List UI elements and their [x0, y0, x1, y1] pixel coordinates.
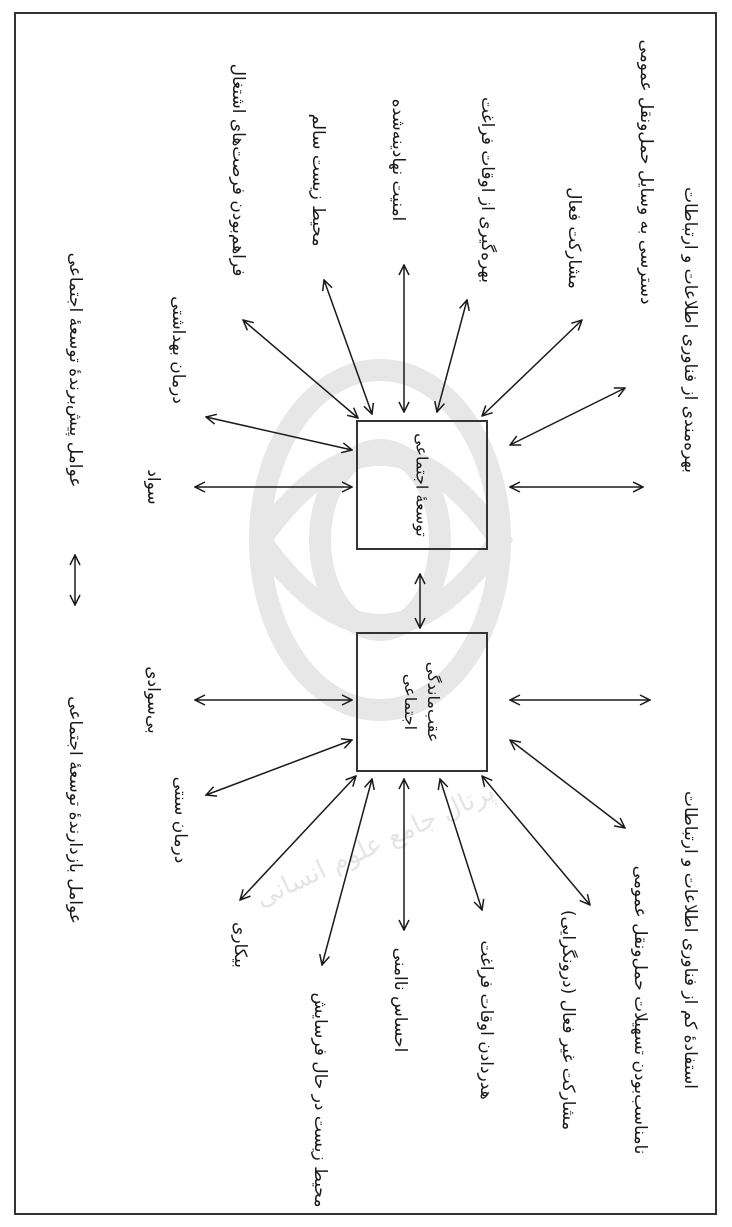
arrow-participation	[482, 320, 582, 416]
arrow-transport-access	[510, 388, 625, 445]
factor-it-use: بهره‌مندی از فناوری اطلاعات و ارتباطات	[680, 186, 700, 474]
factor-degrading-environment: محیط زیست در حال فرسایش	[310, 992, 330, 1208]
social-backwardness-box	[356, 632, 488, 772]
factor-passive-participation: مشارکت غیر فعال (درونگرایی)	[558, 909, 578, 1131]
factor-leisure: بهره‌گیری از اوقات فراغت	[477, 97, 497, 283]
watermark-emblem	[249, 359, 514, 721]
factor-health-treatment: درمان بهداشتی	[168, 296, 188, 404]
factor-healthy-environment: محیط زیست سالم	[308, 113, 328, 247]
factor-wasting-leisure: هدردادن اوقات فراغت	[476, 940, 496, 1100]
social-development-box	[356, 420, 488, 550]
diagram-frame	[14, 12, 717, 1215]
arrow-poor-transport	[510, 740, 625, 828]
factor-poor-transport: نامناسب‌بودن تسهیلات حمل‌ونقل عمومی	[630, 865, 650, 1155]
arrow-healthy-environment	[324, 280, 372, 414]
heading-hindering: عوامل بازدارندهٔ توسعهٔ اجتماعی	[65, 696, 85, 924]
arrow-wasting-leisure	[440, 779, 482, 910]
arrow-degrading-environment	[322, 779, 372, 965]
factor-participation: مشارکت فعال	[564, 187, 584, 289]
factor-unemployment: بیکاری	[230, 922, 250, 968]
arrow-health-treatment	[206, 417, 352, 450]
factor-security: امنیت نهادینه‌شده	[388, 98, 408, 222]
factor-transport-access: دسترسی به وسایل حمل‌ونقل عمومی	[636, 39, 656, 305]
arrow-leisure	[437, 300, 467, 412]
heading-promoting: عوامل پیش‌برندهٔ توسعهٔ اجتماعی	[65, 252, 85, 488]
arrow-employment	[243, 320, 358, 418]
factor-traditional-treatment: درمان سنتی	[170, 776, 190, 864]
arrow-passive-participation	[482, 776, 590, 905]
social-backwardness-label: عقب‌ماندگی اجتماعی	[401, 661, 444, 743]
factor-low-it-use: استفادهٔ کم از فناوری اطلاعات و ارتباطات	[680, 791, 700, 1089]
factor-literacy: سواد	[143, 469, 163, 505]
factor-employment: فراهم‌بودن فرصت‌های اشتغال	[228, 63, 248, 277]
social-development-label: توسعهٔ اجتماعی	[412, 433, 432, 537]
arrow-traditional-treatment	[206, 740, 352, 795]
factor-insecurity: احساس ناامنی	[390, 947, 410, 1053]
factor-illiteracy: بی‌سوادی	[143, 666, 163, 734]
arrow-unemployment	[240, 776, 356, 900]
